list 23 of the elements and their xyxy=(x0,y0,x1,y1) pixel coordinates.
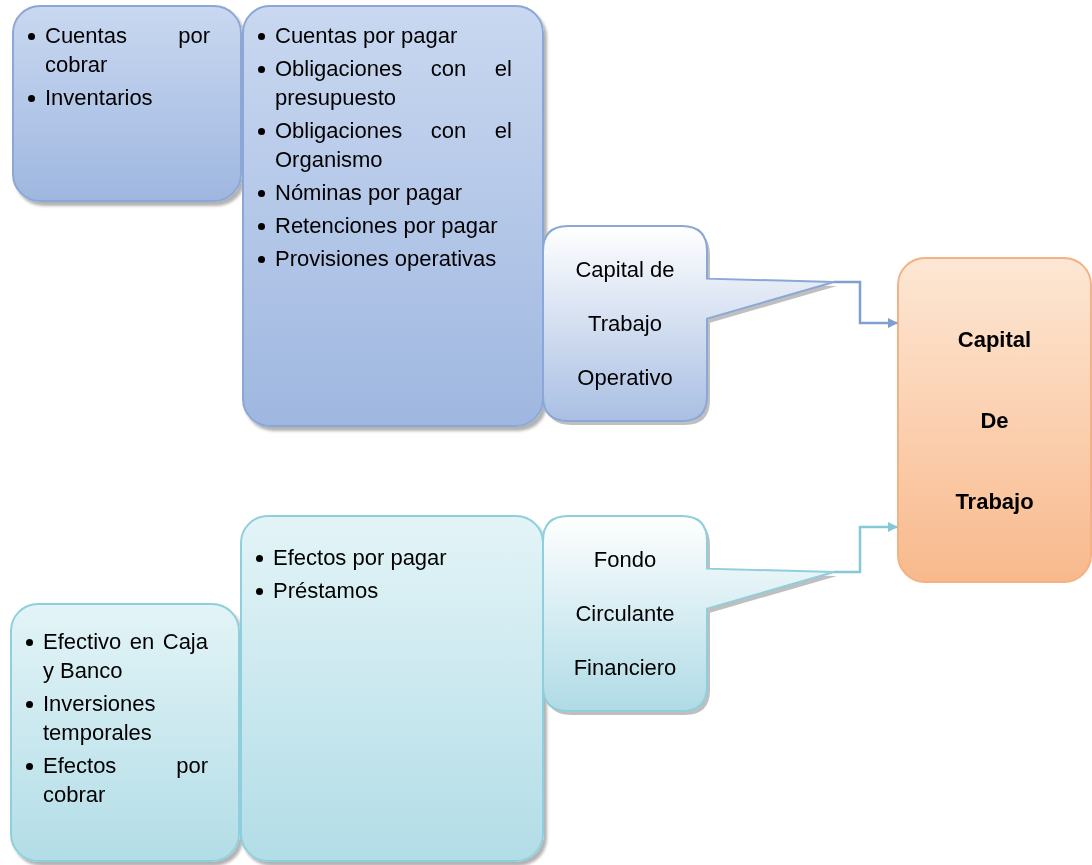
callout-text: Capital de Trabajo Operativo xyxy=(574,255,676,392)
list-box xyxy=(240,515,544,862)
list-item: Efectos por pagar xyxy=(273,544,447,572)
list-item: Nóminas por pagar xyxy=(275,179,463,207)
list-item: Cuentas por pagar xyxy=(275,22,458,50)
callout-text: Fondo Circulante Financiero xyxy=(572,545,678,682)
list-item: Inventarios xyxy=(45,84,153,112)
result-text: Capital De Trabajo xyxy=(954,325,1035,516)
list-item: Provisiones operativas xyxy=(275,245,497,273)
list-item: Obligaciones con el presupuesto xyxy=(275,55,512,112)
list-item: Efectos por cobrar xyxy=(43,752,208,809)
list-item: Retenciones por pagar xyxy=(275,212,498,240)
list-box xyxy=(10,603,240,862)
list-item: Inversiones temporales xyxy=(43,690,157,747)
list-item: Préstamos xyxy=(273,577,379,605)
list-item: Obligaciones con el Organismo xyxy=(275,117,512,174)
connector-arrow xyxy=(834,280,898,328)
list-box xyxy=(242,5,544,427)
result-box xyxy=(897,257,1092,583)
connector-arrow xyxy=(834,522,898,574)
list-box xyxy=(12,5,242,202)
list-item: Cuentas por cobrar xyxy=(45,22,210,79)
list-item: Efectivo en Caja y Banco xyxy=(43,628,208,685)
